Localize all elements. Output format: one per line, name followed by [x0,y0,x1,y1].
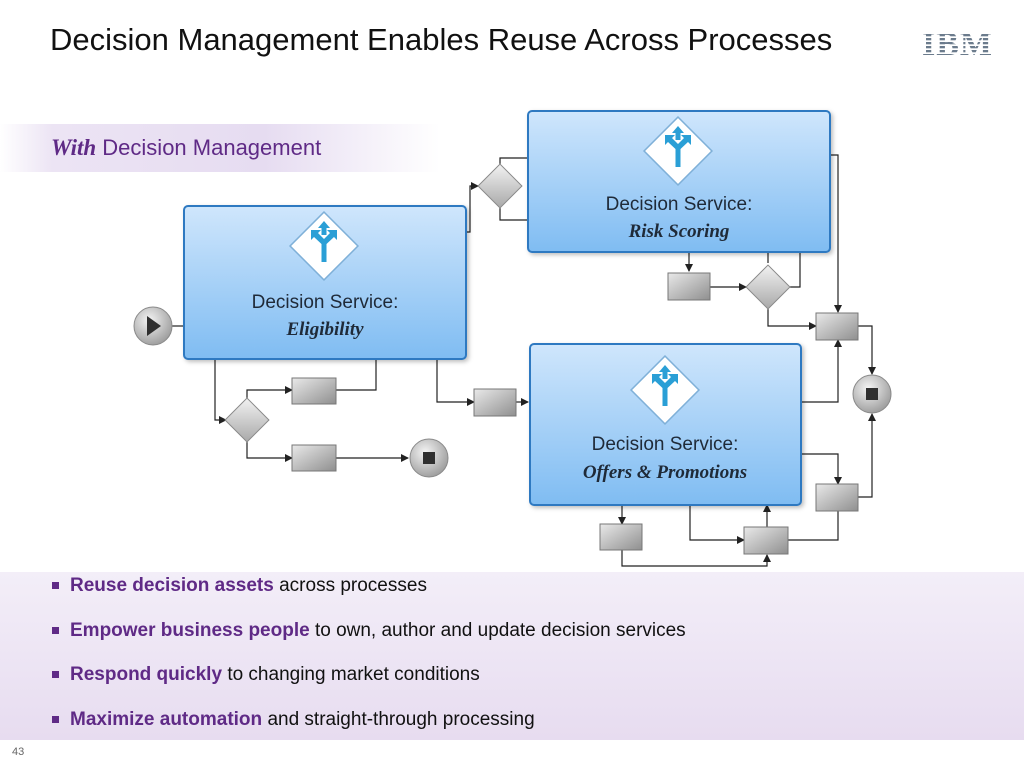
bullet-square-icon [52,715,59,723]
start-event [133,306,173,346]
connector-gw3-task-b [246,441,293,462]
connector-task-end [858,413,876,498]
connector-gw1-top [499,157,528,164]
bullet-highlight: Maximize automation [70,708,263,730]
connector-risk-merge [830,154,842,313]
task-box [599,523,643,551]
bullet-text: across processes [279,575,427,596]
bullet-item: Maximize automation and straight-through… [52,708,686,753]
connector-gw1-bottom [499,208,528,221]
connector-offers-merge [801,339,842,403]
connector-gw2-merge [767,309,817,330]
ibm-logo: IBM [922,26,993,60]
connectors [172,154,876,567]
connector-task-d-task-e [788,510,839,541]
bullet-text: to changing market conditions [227,664,480,685]
connector-task-a-back [336,359,377,391]
connector-gw2-back [790,252,801,288]
end-event [852,374,892,414]
task-box [291,444,337,472]
service-label: Decision Service: [592,434,739,455]
bullet-text: and straight-through processing [267,708,535,730]
section-label-emphasis: With [51,135,97,160]
bullet-text: to own, author and update decision servi… [314,619,686,641]
task-box [815,312,859,341]
gateways [224,163,791,443]
play-icon [147,316,161,336]
connector-elig-gw3 [214,359,227,424]
stop-icon [866,388,878,400]
connector-offers-task [801,453,842,485]
service-label: Decision Service: [606,194,753,215]
page-number: 43 [12,746,25,758]
connector-offers-task-d [689,505,745,544]
section-label-rest: Decision Management [102,135,322,160]
bullet-item: Empower business people to own, author a… [52,619,686,664]
bullets-band [0,572,1024,740]
connector-merge-end [858,325,876,375]
connector-elig-task [436,359,475,406]
connector-gw3-task-a [246,386,293,399]
service-name: Eligibility [285,319,364,340]
bullet-square-icon [52,582,59,589]
task-box [291,377,337,405]
task-box [743,526,789,555]
gateway-diamond [477,163,523,209]
bullet-square-icon [52,626,59,634]
ibm-logo-text: IBM [922,26,993,60]
task-box [473,388,517,417]
connector-to-gateway-1 [466,182,479,233]
service-name: Risk Scoring [628,221,730,242]
end-event [409,438,449,478]
task-box [667,272,711,301]
gateway-diamond [745,264,791,310]
task-box [815,483,859,512]
bullet-highlight: Respond quickly [70,664,223,685]
bullet-item: Reuse decision assets across processes [52,574,686,619]
slide-title: Decision Management Enables Reuse Across… [50,22,833,57]
bullet-square-icon [52,671,59,678]
bullet-item: Respond quickly to changing market condi… [52,663,686,708]
service-name: Offers & Promotions [583,462,747,483]
gateway-diamond [224,397,270,443]
bullet-list: Reuse decision assets across processes E… [52,574,686,752]
service-label: Decision Service: [252,292,399,313]
stop-icon [423,452,435,464]
bullet-highlight: Reuse decision assets [70,575,274,596]
tasks [291,272,859,555]
section-label: With Decision Management [51,135,321,161]
process-diagram: Decision Service: Eligibility Decision S… [133,110,892,567]
service-eligibility [183,205,467,360]
section-band [0,124,440,172]
connector-task-c-task-d [621,550,771,567]
bullet-highlight: Empower business people [70,619,310,641]
